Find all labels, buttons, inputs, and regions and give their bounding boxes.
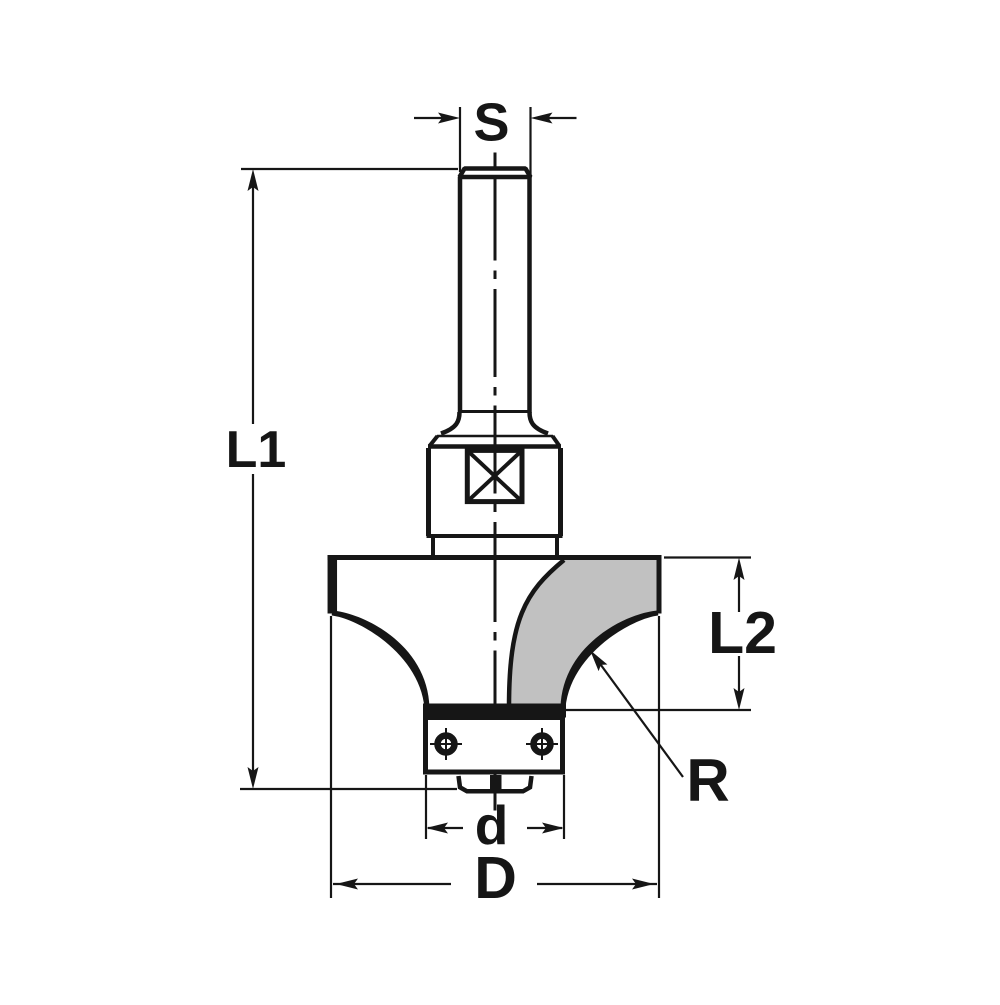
svg-text:R: R [686, 747, 729, 814]
svg-text:L1: L1 [226, 421, 287, 479]
svg-text:D: D [474, 845, 517, 911]
svg-text:S: S [473, 93, 509, 153]
svg-text:L2: L2 [708, 600, 777, 666]
svg-text:d: d [475, 794, 509, 856]
